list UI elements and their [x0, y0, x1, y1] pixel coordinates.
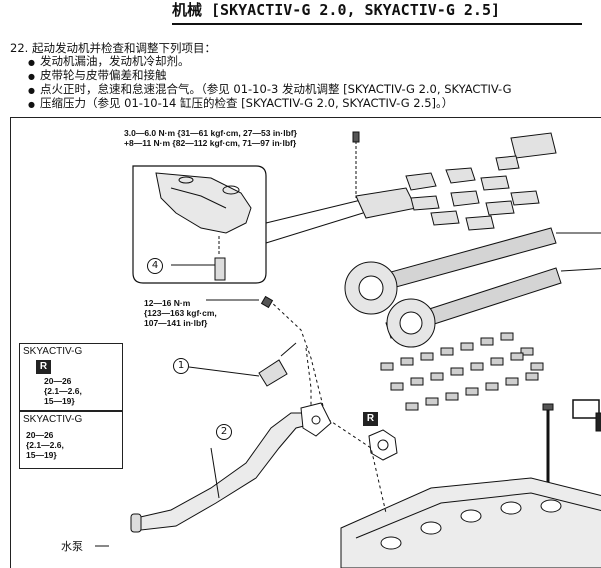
panel-torque-values: 20—26 {2.1—2.6, 15—19}	[44, 376, 82, 406]
water-pump-label: 水泵	[61, 540, 83, 553]
check-items-list: 发动机漏油，发动机冷却剂。 皮带轮与皮带偏差和接触 点火正时，怠速和怠速混合气。…	[28, 54, 512, 112]
list-item: 点火正时，怠速和怠速混合气。（参见 01-10-3 发动机调整 [SKYACTI…	[28, 82, 512, 98]
page-title: 机械 [SKYACTIV-G 2.0, SKYACTIV-G 2.5]	[172, 0, 582, 25]
cylinder-head	[340, 477, 601, 568]
dowel-pin	[214, 257, 226, 281]
panel-title: SKYACTIV-G	[23, 346, 83, 357]
list-item: 发动机漏油，发动机冷却剂。	[28, 54, 512, 70]
torque-spec-pipe-bolt: 12—16 N·m {123—163 kgf·cm, 107—141 in·lb…	[144, 298, 217, 328]
gasket	[368, 429, 398, 461]
spec-panel-1: SKYACTIV-G R 20—26 {2.1—2.6, 15—19}	[19, 343, 123, 411]
cap-part	[155, 172, 252, 234]
exploded-diagram: 3.0—6.0 N·m {31—61 kgf·cm, 27—53 in·lbf}…	[10, 117, 601, 568]
replace-badge: R	[363, 412, 378, 426]
list-item: 压缩压力（参见 01-10-14 缸压的检查 [SKYACTIV-G 2.0, …	[28, 96, 512, 112]
procedure-step: 22. 起动发动机并检查和调整下列项目：	[10, 40, 216, 56]
callout-1: 1	[173, 358, 189, 374]
detail-inset-frame	[132, 165, 267, 284]
panel-torque-values: 20—26 {2.1—2.6, 15—19}	[26, 430, 64, 460]
step-number: 22.	[10, 41, 29, 55]
camshafts	[344, 227, 562, 348]
torque-spec-camshaft-caps: 3.0—6.0 N·m {31—61 kgf·cm, 27—53 in·lbf}…	[124, 128, 297, 148]
camshaft-caps	[355, 132, 557, 231]
engine-exploded-illustration	[86, 131, 601, 568]
callout-4: 4	[147, 258, 163, 274]
clamp-part	[258, 359, 288, 387]
replace-badge: R	[36, 360, 51, 374]
step-text: 起动发动机并检查和调整下列项目：	[31, 41, 216, 55]
panel-title: SKYACTIV-G	[23, 414, 83, 425]
hydraulic-lash-adjusters	[380, 332, 544, 411]
spec-panel-2: SKYACTIV-G 20—26 {2.1—2.6, 15—19}	[19, 411, 123, 469]
list-item: 皮带轮与皮带偏差和接触	[28, 68, 512, 84]
callout-2: 2	[216, 424, 232, 440]
